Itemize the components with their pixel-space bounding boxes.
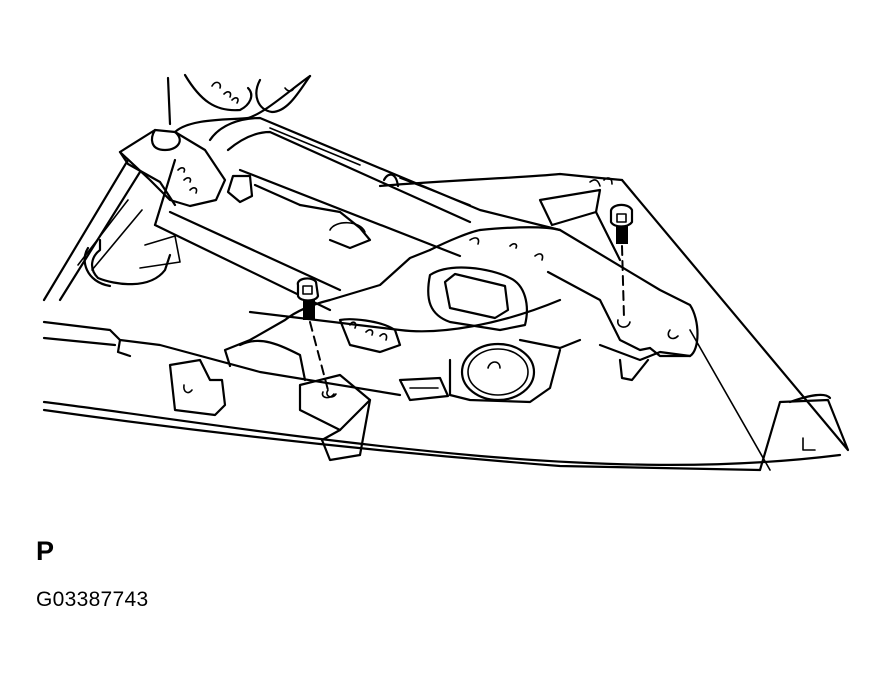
strut-tower <box>166 73 312 134</box>
crossmember-beam <box>208 116 562 258</box>
upper-bracket <box>118 128 227 208</box>
right-mount-block <box>538 177 692 382</box>
round-mount <box>398 342 562 404</box>
left-mount-block <box>168 339 372 462</box>
floor-panel <box>42 172 850 472</box>
lower-rods <box>42 298 562 397</box>
view-label: P <box>36 536 55 566</box>
bolt-left-icon <box>296 277 335 399</box>
lateral-arm <box>42 158 342 312</box>
bolt-right-icon <box>609 203 634 328</box>
figure-code: G03387743 <box>36 588 149 611</box>
crossmember-plate <box>223 226 699 368</box>
